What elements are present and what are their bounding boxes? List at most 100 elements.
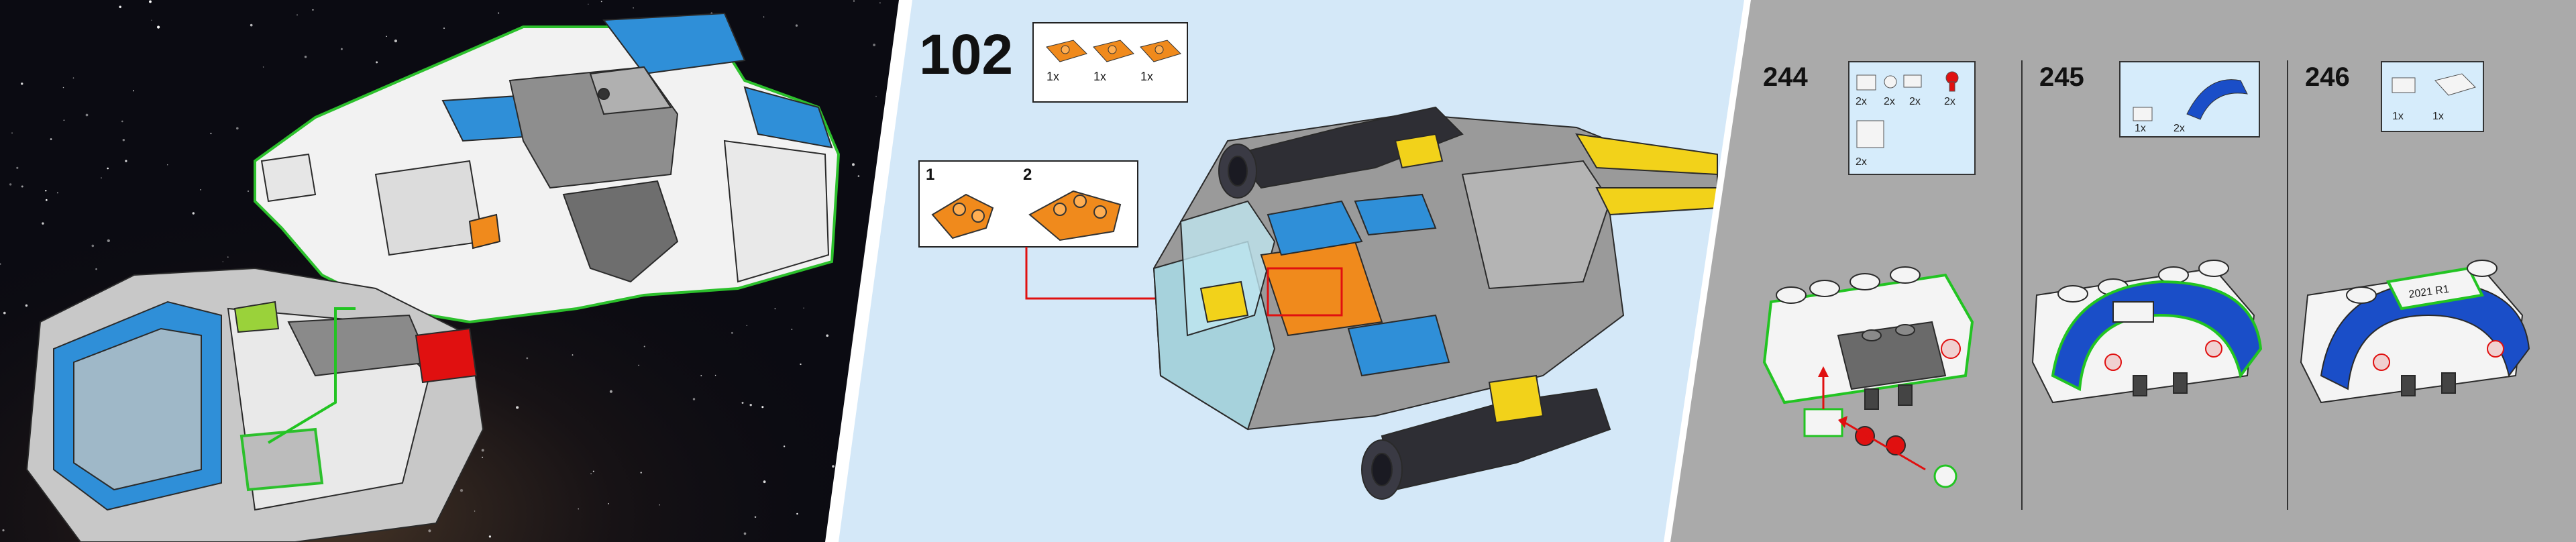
star <box>21 185 23 188</box>
star <box>312 9 314 11</box>
white-brick-part-icon <box>1856 120 1884 148</box>
star <box>91 244 95 248</box>
star <box>796 512 798 515</box>
star <box>386 36 387 38</box>
part-quantity: 2x <box>1884 96 1895 107</box>
star <box>20 83 23 85</box>
star <box>247 190 250 193</box>
star <box>200 188 202 191</box>
orange-plate-part-icon <box>1046 40 1087 62</box>
parts-callout: 2x 2x 2x 2x 2x <box>1848 61 1976 175</box>
placement-target <box>1267 267 1343 317</box>
white-tile-part-icon <box>2434 73 2476 96</box>
star <box>63 119 65 121</box>
star <box>262 66 264 68</box>
star <box>149 0 152 3</box>
orange-plate-part-icon <box>1140 40 1181 62</box>
star <box>16 166 19 169</box>
white-clip-part-icon <box>1903 74 1922 88</box>
star <box>592 470 594 472</box>
part-quantity: 2x <box>1944 96 1955 107</box>
star <box>832 465 835 468</box>
part-quantity: 2x <box>1856 156 1867 168</box>
star <box>121 120 123 123</box>
star <box>741 402 744 404</box>
star <box>227 256 229 258</box>
star <box>474 510 476 512</box>
star <box>250 23 253 27</box>
star <box>125 160 127 162</box>
white-tile-part-icon <box>2392 77 2416 93</box>
star <box>151 19 152 21</box>
step-102-panel: 102 1x 1x 1x 1 2 <box>832 0 1751 542</box>
part-quantity: 1x <box>2135 123 2146 134</box>
sub-step-number: 2 <box>1023 166 1032 184</box>
star <box>731 331 733 334</box>
star <box>107 167 109 170</box>
star <box>873 44 876 46</box>
star <box>526 357 529 360</box>
star <box>754 516 757 518</box>
orange-assembly-2-icon <box>1028 190 1122 241</box>
star <box>692 398 696 400</box>
white-stud-part-icon <box>2133 107 2153 121</box>
star <box>743 532 747 535</box>
star <box>9 183 12 186</box>
orange-plate-part-icon <box>1093 40 1134 62</box>
star <box>101 177 102 178</box>
star <box>25 304 28 307</box>
star <box>600 1 602 3</box>
star <box>638 364 639 366</box>
star <box>857 175 860 177</box>
step-244-model <box>1762 266 1974 488</box>
arrow-head <box>1838 416 1847 428</box>
star <box>875 95 877 97</box>
star <box>853 0 855 2</box>
star <box>56 192 58 194</box>
star <box>879 2 881 3</box>
star <box>481 449 484 452</box>
star <box>608 503 609 504</box>
star <box>11 132 13 133</box>
star <box>791 329 793 330</box>
star <box>609 390 612 393</box>
arrow-head <box>1818 366 1829 377</box>
star <box>394 39 398 43</box>
star <box>236 127 239 130</box>
star <box>795 24 798 27</box>
steps-244-246-panel: 244 2x 2x 2x 2x 2x <box>1670 0 2576 542</box>
star <box>488 535 492 538</box>
orange-assembly-1-icon <box>931 193 994 239</box>
star <box>640 472 642 474</box>
white-stud-part-icon <box>1884 75 1897 89</box>
star <box>304 56 307 58</box>
star <box>72 77 74 79</box>
part-quantity: 1x <box>2432 111 2444 122</box>
star <box>516 406 519 409</box>
placement-arrow <box>1844 421 1926 471</box>
star <box>192 212 195 215</box>
star <box>157 25 160 29</box>
part-quantity: 2x <box>2174 123 2185 134</box>
step-number: 102 <box>919 23 1013 86</box>
star <box>763 480 766 484</box>
star <box>85 113 89 117</box>
sub-step-callout: 1 2 <box>918 160 1138 248</box>
star <box>749 404 752 406</box>
step-245-model <box>2031 260 2263 404</box>
connection-guide-line <box>267 307 356 444</box>
star <box>45 199 48 201</box>
step-number: 246 <box>2305 62 2350 92</box>
part-quantity: 2x <box>1909 96 1921 107</box>
star <box>376 61 378 64</box>
star <box>122 139 125 142</box>
star <box>443 28 445 30</box>
step-246-model: 2021 R1 <box>2300 260 2530 404</box>
lower-ship-model <box>25 267 484 542</box>
star <box>210 132 212 135</box>
star <box>0 263 1 265</box>
star <box>107 239 110 243</box>
star <box>42 222 44 225</box>
star <box>700 375 702 376</box>
